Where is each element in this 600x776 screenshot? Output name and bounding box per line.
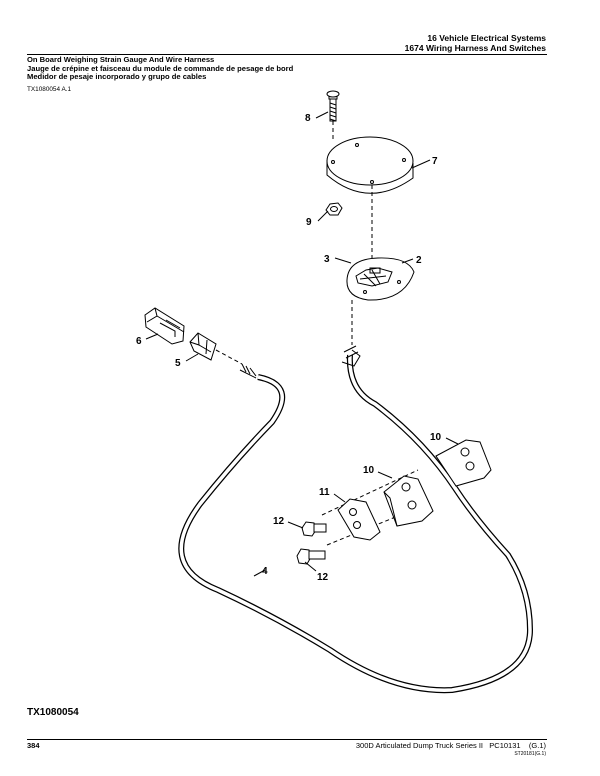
callout-11: 11 (319, 487, 330, 498)
strain-gauge-part-2 (346, 257, 415, 301)
callout-7: 7 (432, 156, 438, 167)
title-english: On Board Weighing Strain Gauge And Wire … (27, 55, 215, 64)
cover-part-7 (326, 136, 414, 194)
header-rule (27, 54, 547, 55)
bolt-part-8 (326, 90, 340, 122)
callout-12-lower: 12 (317, 572, 329, 583)
title-french: Jauge de crépine et faisceau du module d… (27, 63, 294, 73)
callout-10-front: 10 (363, 465, 375, 476)
wire-harness-part-4 (178, 345, 534, 694)
figure-id: TX1080054 (27, 707, 79, 718)
page-number: 384 (27, 741, 40, 750)
title-spanish: Medidor de pesaje incorporado y grupo de… (27, 72, 207, 81)
section-title: 16 Vehicle Electrical Systems (427, 33, 546, 43)
seal-part-5 (189, 332, 217, 361)
footer-book-title: 300D Articulated Dump Truck Series II (355, 741, 484, 750)
callout-10-back: 10 (430, 432, 442, 443)
callout-2: 2 (416, 255, 422, 266)
callout-3: 3 (324, 254, 330, 265)
plate-part-11 (337, 498, 381, 541)
footer-revision: (G.1) (528, 741, 546, 750)
footer-publication: 300D Articulated Dump Truck Series II PC… (356, 741, 546, 750)
clamp-part-10-front (383, 475, 434, 527)
footer-rule (27, 739, 547, 740)
callout-9: 9 (306, 217, 312, 228)
connector-part-6 (144, 307, 185, 345)
callout-6: 6 (136, 336, 142, 347)
callout-8: 8 (305, 113, 311, 124)
footer-code: ST20181(G.1) (514, 751, 546, 757)
callout-5: 5 (175, 358, 181, 369)
footer-pc-number: PC10131 (489, 741, 521, 750)
nut-part-9 (325, 202, 343, 216)
clamp-part-10-back (435, 439, 492, 487)
callout-12-upper: 12 (273, 516, 285, 527)
figure-reference: TX1080054 A.1 (27, 86, 72, 93)
bolt-part-12-upper (301, 521, 327, 537)
subsection-title: 1674 Wiring Harness And Switches (404, 43, 546, 53)
bolt-part-12-lower (296, 548, 326, 565)
callout-4: 4 (262, 566, 268, 577)
